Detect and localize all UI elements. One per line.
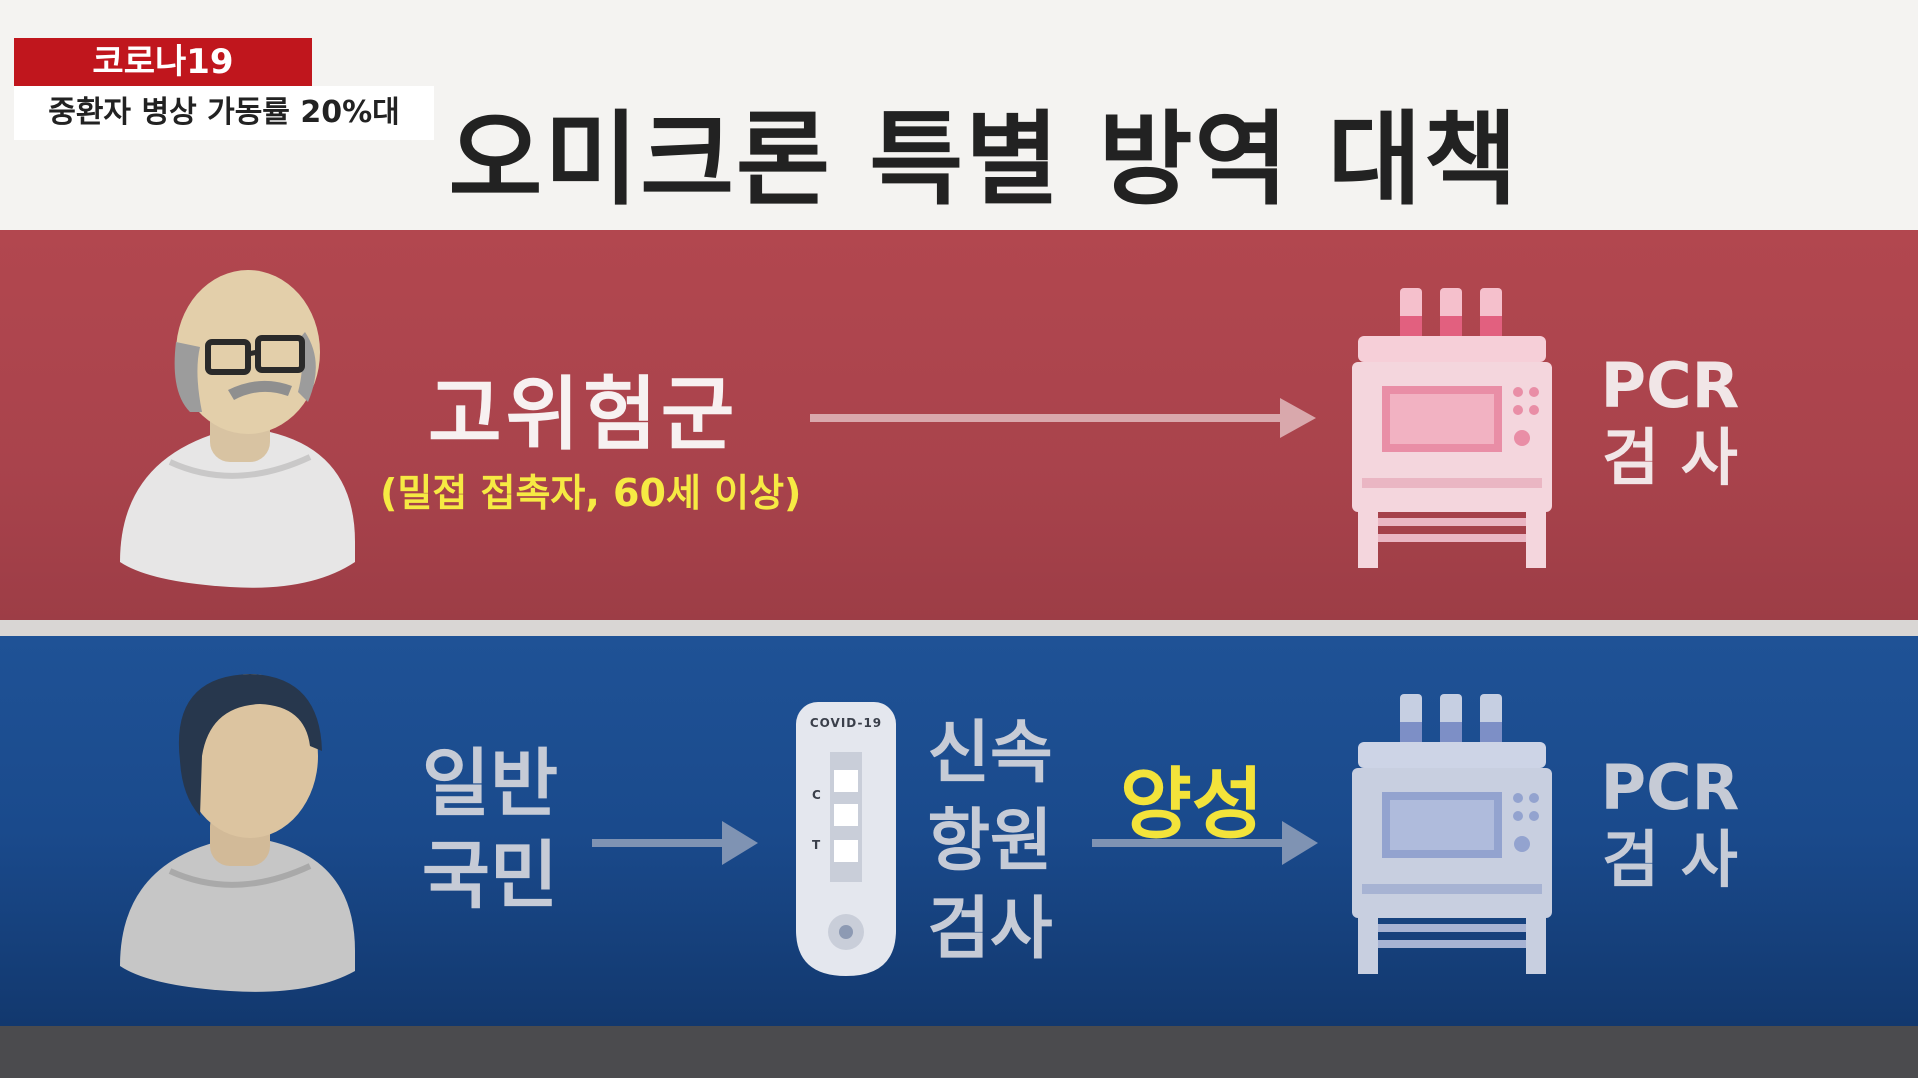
test-text: 검 사	[1602, 421, 1738, 494]
kit-t-mark: T	[812, 838, 821, 852]
positive-label: 양성	[1120, 760, 1264, 850]
pcr-machine-icon	[1352, 288, 1552, 568]
rapid-line-1: 신속	[927, 714, 1053, 793]
bottom-strip	[0, 1026, 1918, 1078]
pcr-text: PCR	[1600, 349, 1740, 422]
rapid-test-kit-icon: COVID-19 C T	[794, 700, 898, 978]
kit-label: COVID-19	[809, 716, 883, 730]
arrow-right-icon	[1092, 821, 1318, 865]
kit-c-mark: C	[812, 788, 821, 802]
rapid-line-3: 검사	[927, 890, 1053, 969]
arrow-right-icon	[592, 821, 758, 865]
test-text: 검 사	[1602, 823, 1738, 896]
band-divider	[0, 620, 1918, 636]
pcr-machine-icon	[1352, 694, 1552, 974]
pcr-text: PCR	[1600, 751, 1740, 824]
person-icon	[120, 674, 355, 992]
general-line-2: 국민	[421, 833, 559, 919]
rapid-line-2: 항원	[927, 802, 1053, 881]
pcr-test-label: PCR 검 사	[1585, 350, 1755, 494]
general-public-label: 일반 국민	[400, 738, 580, 922]
pcr-test-label: PCR 검 사	[1585, 752, 1755, 896]
news-category-badge: 코로나19	[14, 38, 312, 86]
elderly-person-icon	[120, 270, 355, 588]
news-headline-badge: 중환자 병상 가동률 20%대	[14, 86, 434, 140]
rapid-antigen-label: 신속 항원 검사	[920, 710, 1060, 974]
arrow-right-icon	[810, 398, 1316, 438]
high-risk-sub-label: (밀접 접촉자, 60세 이상)	[380, 471, 802, 515]
page-title: 오미크론 특별 방역 대책	[448, 101, 1520, 220]
high-risk-label: 고위험군	[428, 368, 739, 461]
general-line-1: 일반	[421, 741, 559, 827]
